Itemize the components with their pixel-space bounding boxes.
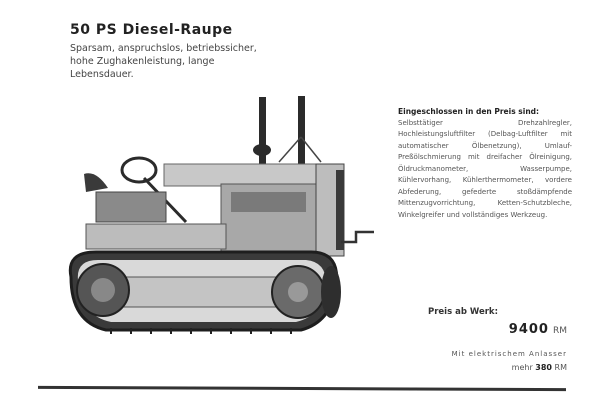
included-heading: Eingeschlossen in den Preis sind: [398, 107, 540, 116]
crawler-tractor-photo [68, 96, 374, 334]
surcharge-prefix: mehr [511, 363, 533, 372]
included-features: Eingeschlossen in den Preis sind: Selbst… [398, 106, 572, 221]
price-currency: RM [552, 326, 567, 336]
price-label: Preis ab Werk: [428, 307, 498, 317]
surcharge-currency: RM [554, 363, 567, 372]
ad-title: 50 PS Diesel-Raupe [70, 22, 233, 38]
price-value: 9400 [508, 322, 549, 337]
starter-note: Mit elektrischem Anlasser [451, 350, 567, 358]
included-text: Selbsttätiger Drehzahlregler, Hochleistu… [398, 118, 572, 219]
ad-tagline: Sparsam, anspruchslos, betriebssicher, h… [70, 43, 257, 80]
bottom-divider [37, 385, 567, 392]
surcharge-amount: 380 [535, 363, 552, 372]
starter-surcharge: mehr 380 RM [512, 363, 567, 372]
